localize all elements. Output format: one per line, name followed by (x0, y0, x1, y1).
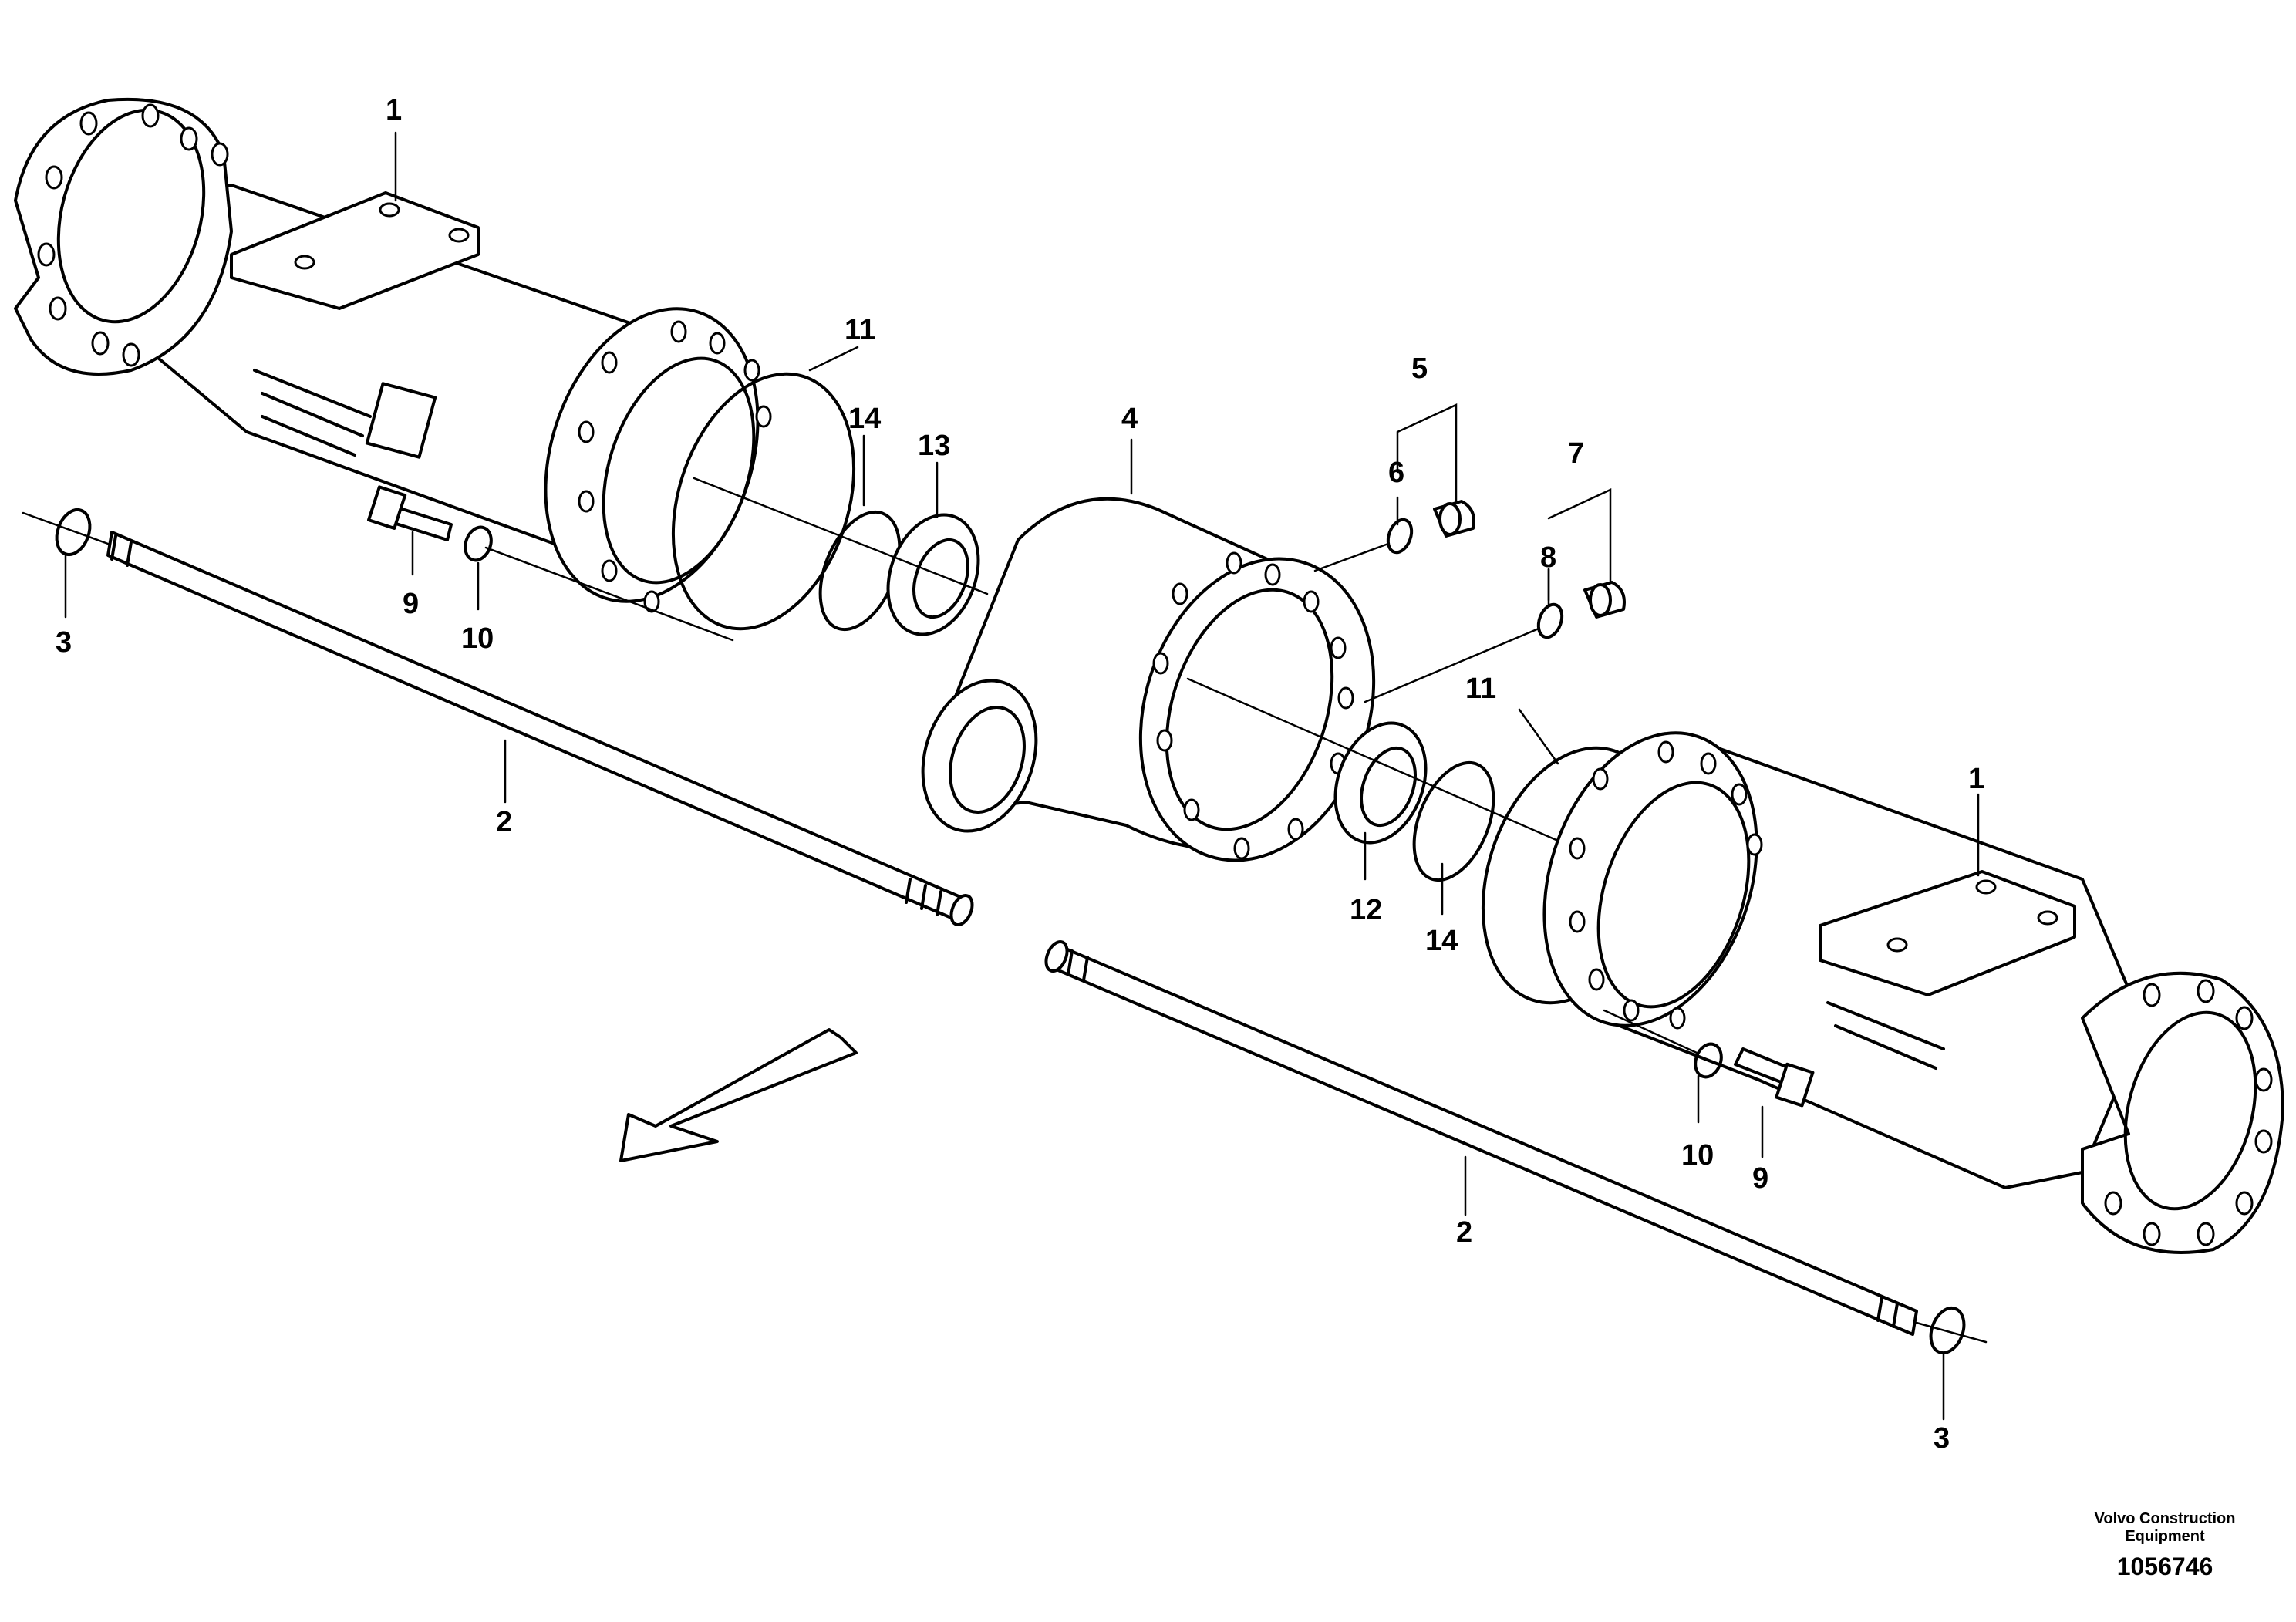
callout-6: 6 (1388, 457, 1404, 489)
callout-11-right: 11 (1465, 673, 1496, 705)
bearing-13 (886, 513, 980, 636)
left-bolt-and-washer (367, 485, 734, 642)
callout-1-right: 1 (1968, 763, 1984, 795)
right-flange-bolt-holes (2104, 979, 2273, 1246)
left-inner-flange-holes (578, 320, 772, 613)
callout-1-left: 1 (386, 94, 402, 126)
drawing-number: 1056746 (2117, 1553, 2213, 1580)
direction-arrow (619, 1028, 858, 1162)
differential-carrier (921, 497, 1376, 862)
callout-14-left: 14 (848, 403, 881, 435)
brand-line-2: Equipment (2125, 1528, 2205, 1545)
callout-3-right: 3 (1934, 1422, 1950, 1455)
left-drive-shaft (22, 511, 974, 926)
right-o-ring-14 (1412, 760, 1495, 882)
callout-12: 12 (1350, 894, 1382, 926)
callout-8: 8 (1540, 541, 1556, 574)
right-drive-shaft (1044, 940, 1988, 1344)
callout-labels: 1 11 14 13 4 5 6 7 8 11 1 3 9 10 2 12 14… (56, 94, 1984, 1455)
callout-leader-lines (64, 131, 1980, 1421)
plug-5-and-o-ring-6 (1313, 500, 1475, 572)
callout-9-right: 9 (1752, 1162, 1768, 1195)
callout-4: 4 (1121, 403, 1138, 435)
left-flange-bolt-holes (37, 103, 229, 367)
callout-9-left: 9 (403, 588, 419, 620)
brand-line-1: Volvo Construction (2095, 1510, 2236, 1527)
callout-2-right: 2 (1456, 1216, 1472, 1249)
callout-5: 5 (1411, 352, 1428, 385)
callout-14-right: 14 (1425, 925, 1458, 957)
callout-10-left: 10 (461, 622, 494, 655)
callout-3-left: 3 (56, 626, 72, 659)
callout-11-left: 11 (845, 314, 875, 346)
right-axle-housing (1481, 731, 2284, 1254)
callout-10-right: 10 (1681, 1139, 1714, 1172)
right-inner-flange-holes (1569, 740, 1763, 1030)
right-snap-ring (1929, 1306, 1966, 1355)
callout-2-left: 2 (496, 806, 512, 838)
callout-13: 13 (918, 430, 950, 462)
footer: Volvo Construction Equipment 1056746 (2095, 1510, 2236, 1580)
plug-7-and-o-ring-8 (1364, 581, 1626, 703)
callout-7: 7 (1568, 437, 1584, 470)
left-axle-housing (14, 97, 856, 631)
left-snap-ring (55, 508, 92, 557)
right-bolt-and-washer (1603, 1009, 1815, 1108)
